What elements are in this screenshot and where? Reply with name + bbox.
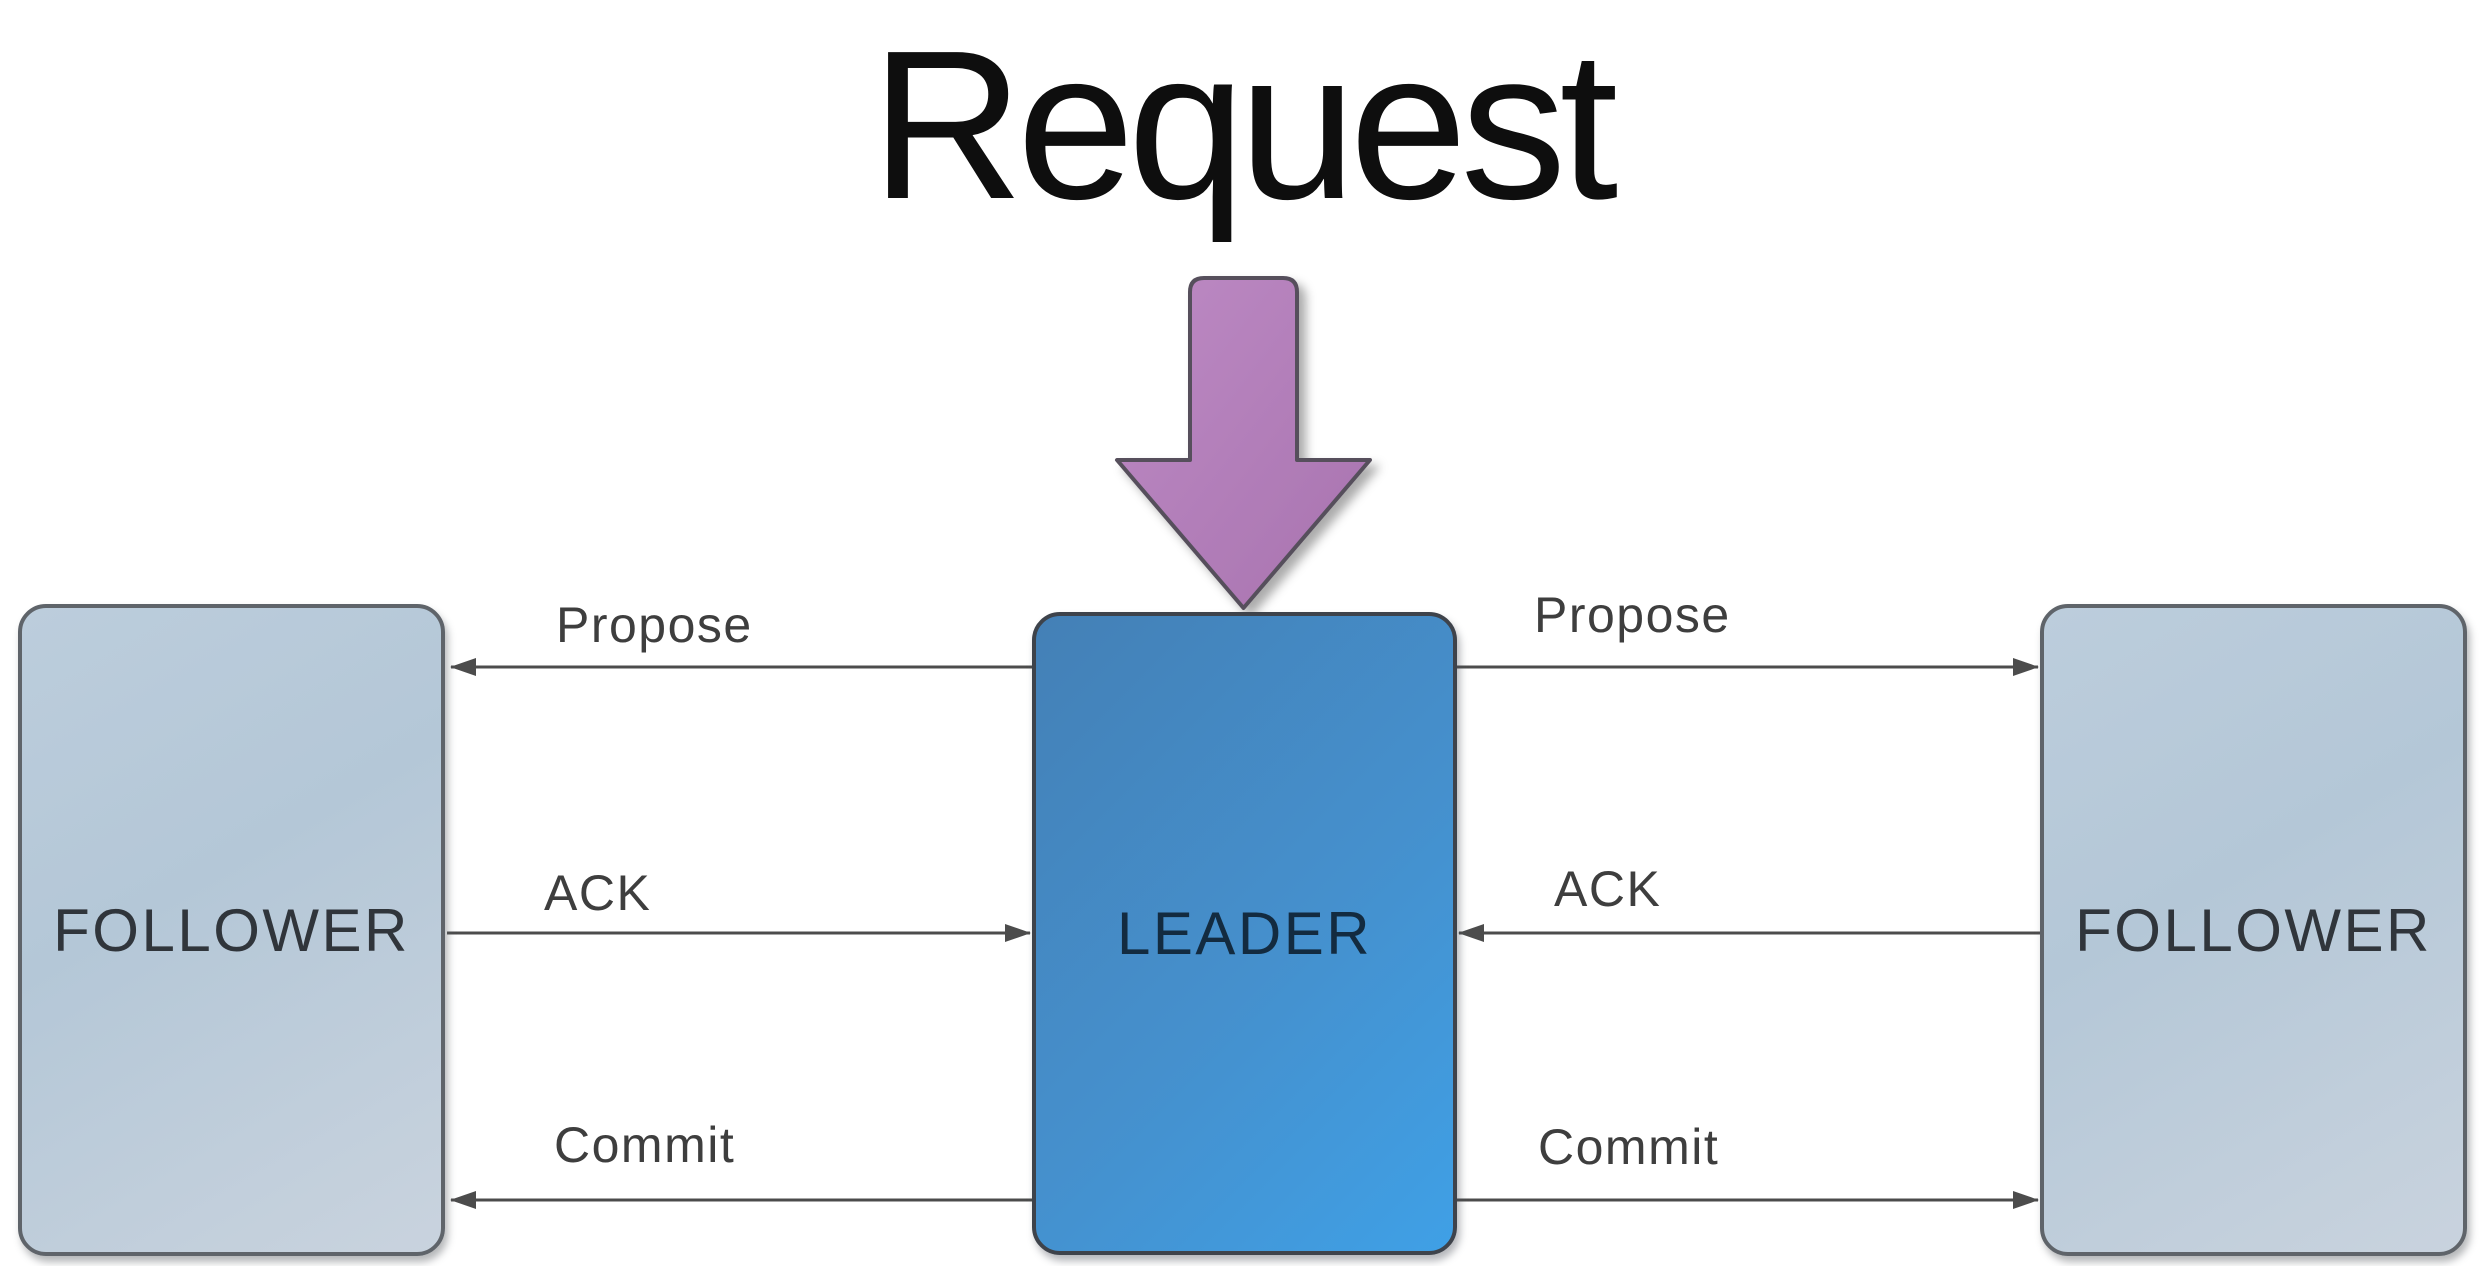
- message-label-commit-right: Commit: [1538, 1119, 1720, 1175]
- node-follower-right: FOLLOWER: [2040, 604, 2467, 1256]
- follower-right-label: FOLLOWER: [2075, 896, 2432, 964]
- down-arrow-icon: [1115, 276, 1372, 610]
- diagram-title: Request: [870, 6, 1619, 243]
- follower-left-label: FOLLOWER: [53, 896, 410, 964]
- node-leader: LEADER: [1032, 612, 1457, 1255]
- message-label-commit-left: Commit: [554, 1117, 736, 1173]
- leader-label: LEADER: [1116, 900, 1373, 967]
- message-label-ack-left: ACK: [544, 865, 652, 921]
- node-follower-left: FOLLOWER: [18, 604, 445, 1256]
- message-label-propose-left: Propose: [556, 597, 753, 653]
- message-label-propose-right: Propose: [1534, 587, 1731, 643]
- message-label-ack-right: ACK: [1554, 861, 1662, 917]
